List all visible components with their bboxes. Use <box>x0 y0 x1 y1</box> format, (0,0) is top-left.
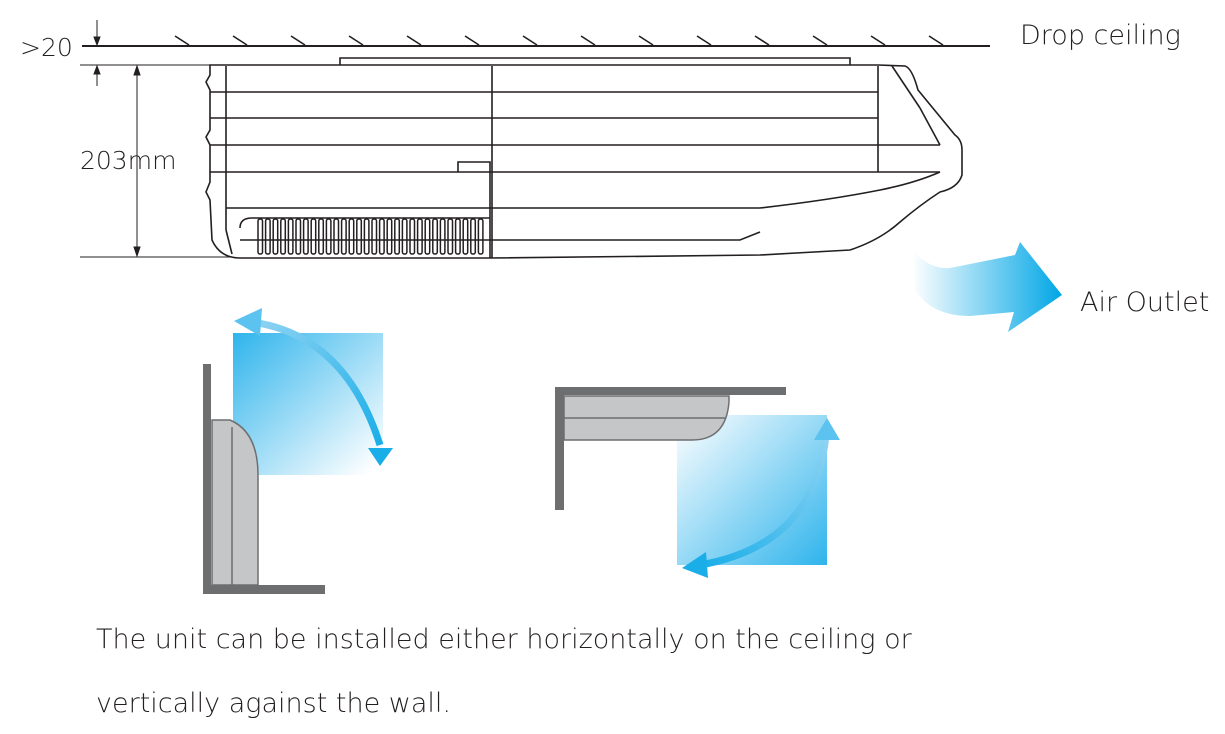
caption-line-1: The unit can be installed either horizon… <box>96 624 912 655</box>
air-outlet-label: Air Outlet <box>1080 287 1210 318</box>
indoor-unit-side-view <box>205 57 963 259</box>
air-outlet-arrow-icon <box>912 242 1062 332</box>
gap-dimension-label: >20 <box>20 33 73 62</box>
dimension-lines <box>80 20 235 258</box>
drop-ceiling <box>82 35 990 47</box>
vertical-installation-diagram <box>203 308 393 594</box>
height-dimension-label: 203mm <box>80 146 177 175</box>
return-air-grille <box>257 218 484 255</box>
caption-line-2: vertically against the wall. <box>96 688 451 719</box>
horizontal-installation-diagram <box>555 387 840 578</box>
drop-ceiling-label: Drop ceiling <box>1020 20 1181 51</box>
